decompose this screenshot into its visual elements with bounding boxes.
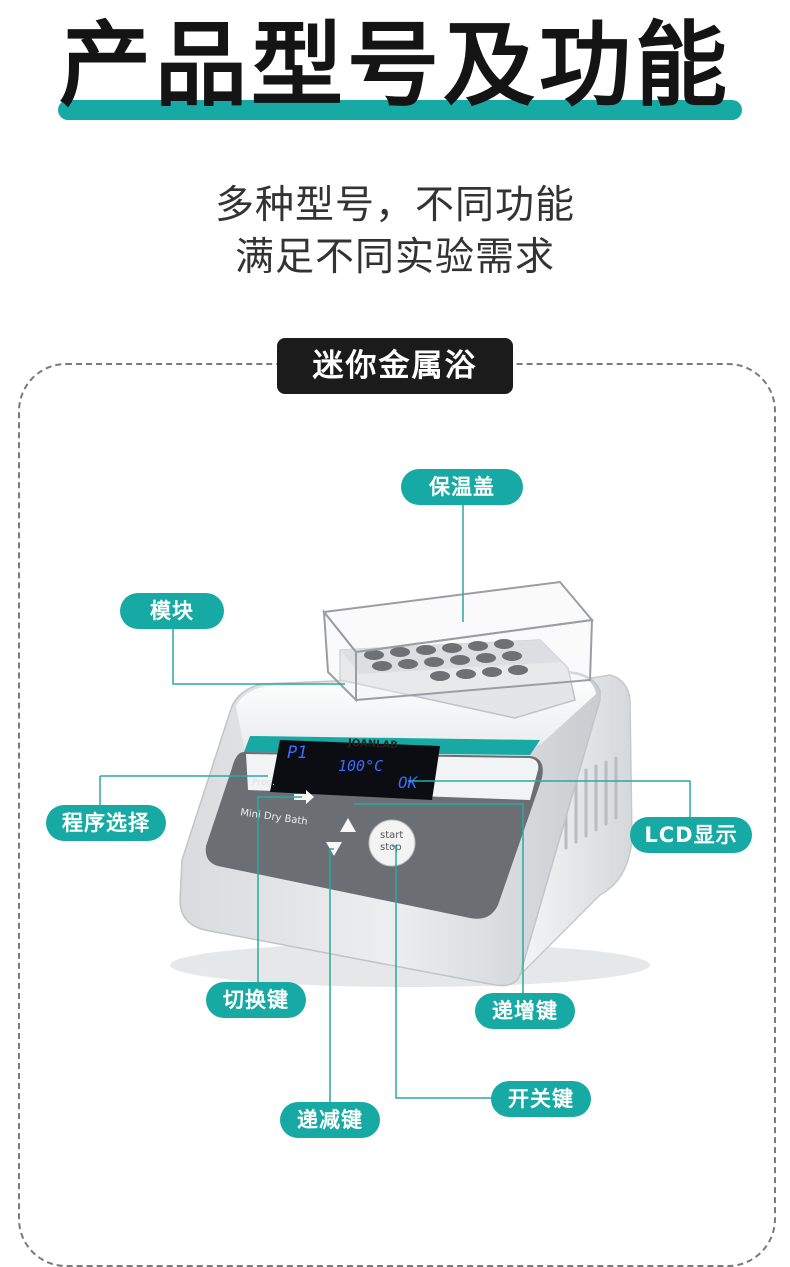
subtitle-line-2: 满足不同实验需求	[234, 235, 555, 280]
lcd-program: P1	[287, 743, 308, 763]
start-stop-label-2: stop	[380, 842, 402, 853]
insulation-lid	[322, 580, 594, 703]
callout-switch-key: 切换键	[206, 982, 306, 1018]
lcd-status: OK	[398, 773, 418, 792]
up-arrow-icon	[340, 818, 356, 832]
callout-module: 模块	[120, 593, 224, 629]
lcd-temperature: 100°C	[338, 757, 384, 775]
prog-label: Prog.	[252, 778, 276, 788]
title-underline-bar	[58, 100, 742, 120]
callout-power-key: 开关键	[491, 1081, 591, 1117]
start-stop-label-1: start	[380, 830, 404, 841]
lcd-screen	[270, 740, 440, 800]
callout-decrease-key: 递减键	[280, 1102, 380, 1138]
callout-lcd-display: LCD显示	[630, 817, 752, 853]
switch-arrow-icon	[294, 790, 314, 804]
device-illustration	[170, 580, 650, 987]
callout-lines	[99, 505, 691, 1102]
subtitle-line-1: 多种型号，不同功能	[214, 183, 575, 228]
section-tag: 迷你金属浴	[277, 338, 513, 394]
start-stop-key[interactable]	[368, 819, 416, 867]
callout-program-select: 程序选择	[46, 805, 166, 841]
page-title: 产品型号及功能	[58, 12, 731, 119]
module-wells	[364, 639, 528, 681]
callout-lid: 保温盖	[401, 469, 523, 505]
callout-increase-key: 递增键	[475, 993, 575, 1029]
